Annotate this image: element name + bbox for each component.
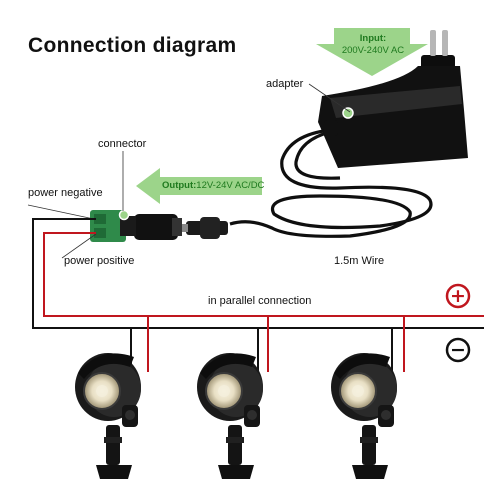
spotlight-icon bbox=[74, 352, 142, 480]
positive-sign-circle bbox=[445, 283, 471, 309]
wire-label: 1.5m Wire bbox=[334, 255, 385, 267]
output-heading: Output: bbox=[162, 180, 197, 191]
negative-sign-circle bbox=[445, 337, 471, 363]
connector-label: connector bbox=[98, 138, 147, 150]
power-adapter-icon bbox=[318, 30, 468, 168]
output-label: Output:12V-24V AC/DC bbox=[162, 180, 265, 192]
cable bbox=[229, 128, 433, 238]
input-heading: Input: bbox=[359, 33, 387, 44]
input-label: Input: 200V-240V AC bbox=[336, 33, 410, 57]
spotlight-icon bbox=[196, 352, 264, 480]
power-negative-label: power negative bbox=[28, 187, 103, 199]
output-arrow bbox=[136, 168, 262, 204]
power-positive-label: power positive bbox=[64, 255, 135, 267]
positive-wire bbox=[43, 232, 484, 372]
spotlight-icon bbox=[330, 352, 398, 480]
parallel-label: in parallel connection bbox=[208, 295, 312, 307]
input-arrow bbox=[316, 28, 428, 76]
diagram-title: Connection diagram bbox=[28, 34, 237, 57]
adapter-label: adapter bbox=[266, 78, 304, 90]
output-value: 12V-24V AC/DC bbox=[196, 180, 265, 191]
positive-sign: + bbox=[450, 285, 466, 307]
connector-icon bbox=[90, 209, 182, 242]
barrel-plug bbox=[178, 217, 228, 239]
input-value: 200V-240V AC bbox=[341, 45, 405, 56]
negative-sign: − bbox=[450, 339, 466, 361]
